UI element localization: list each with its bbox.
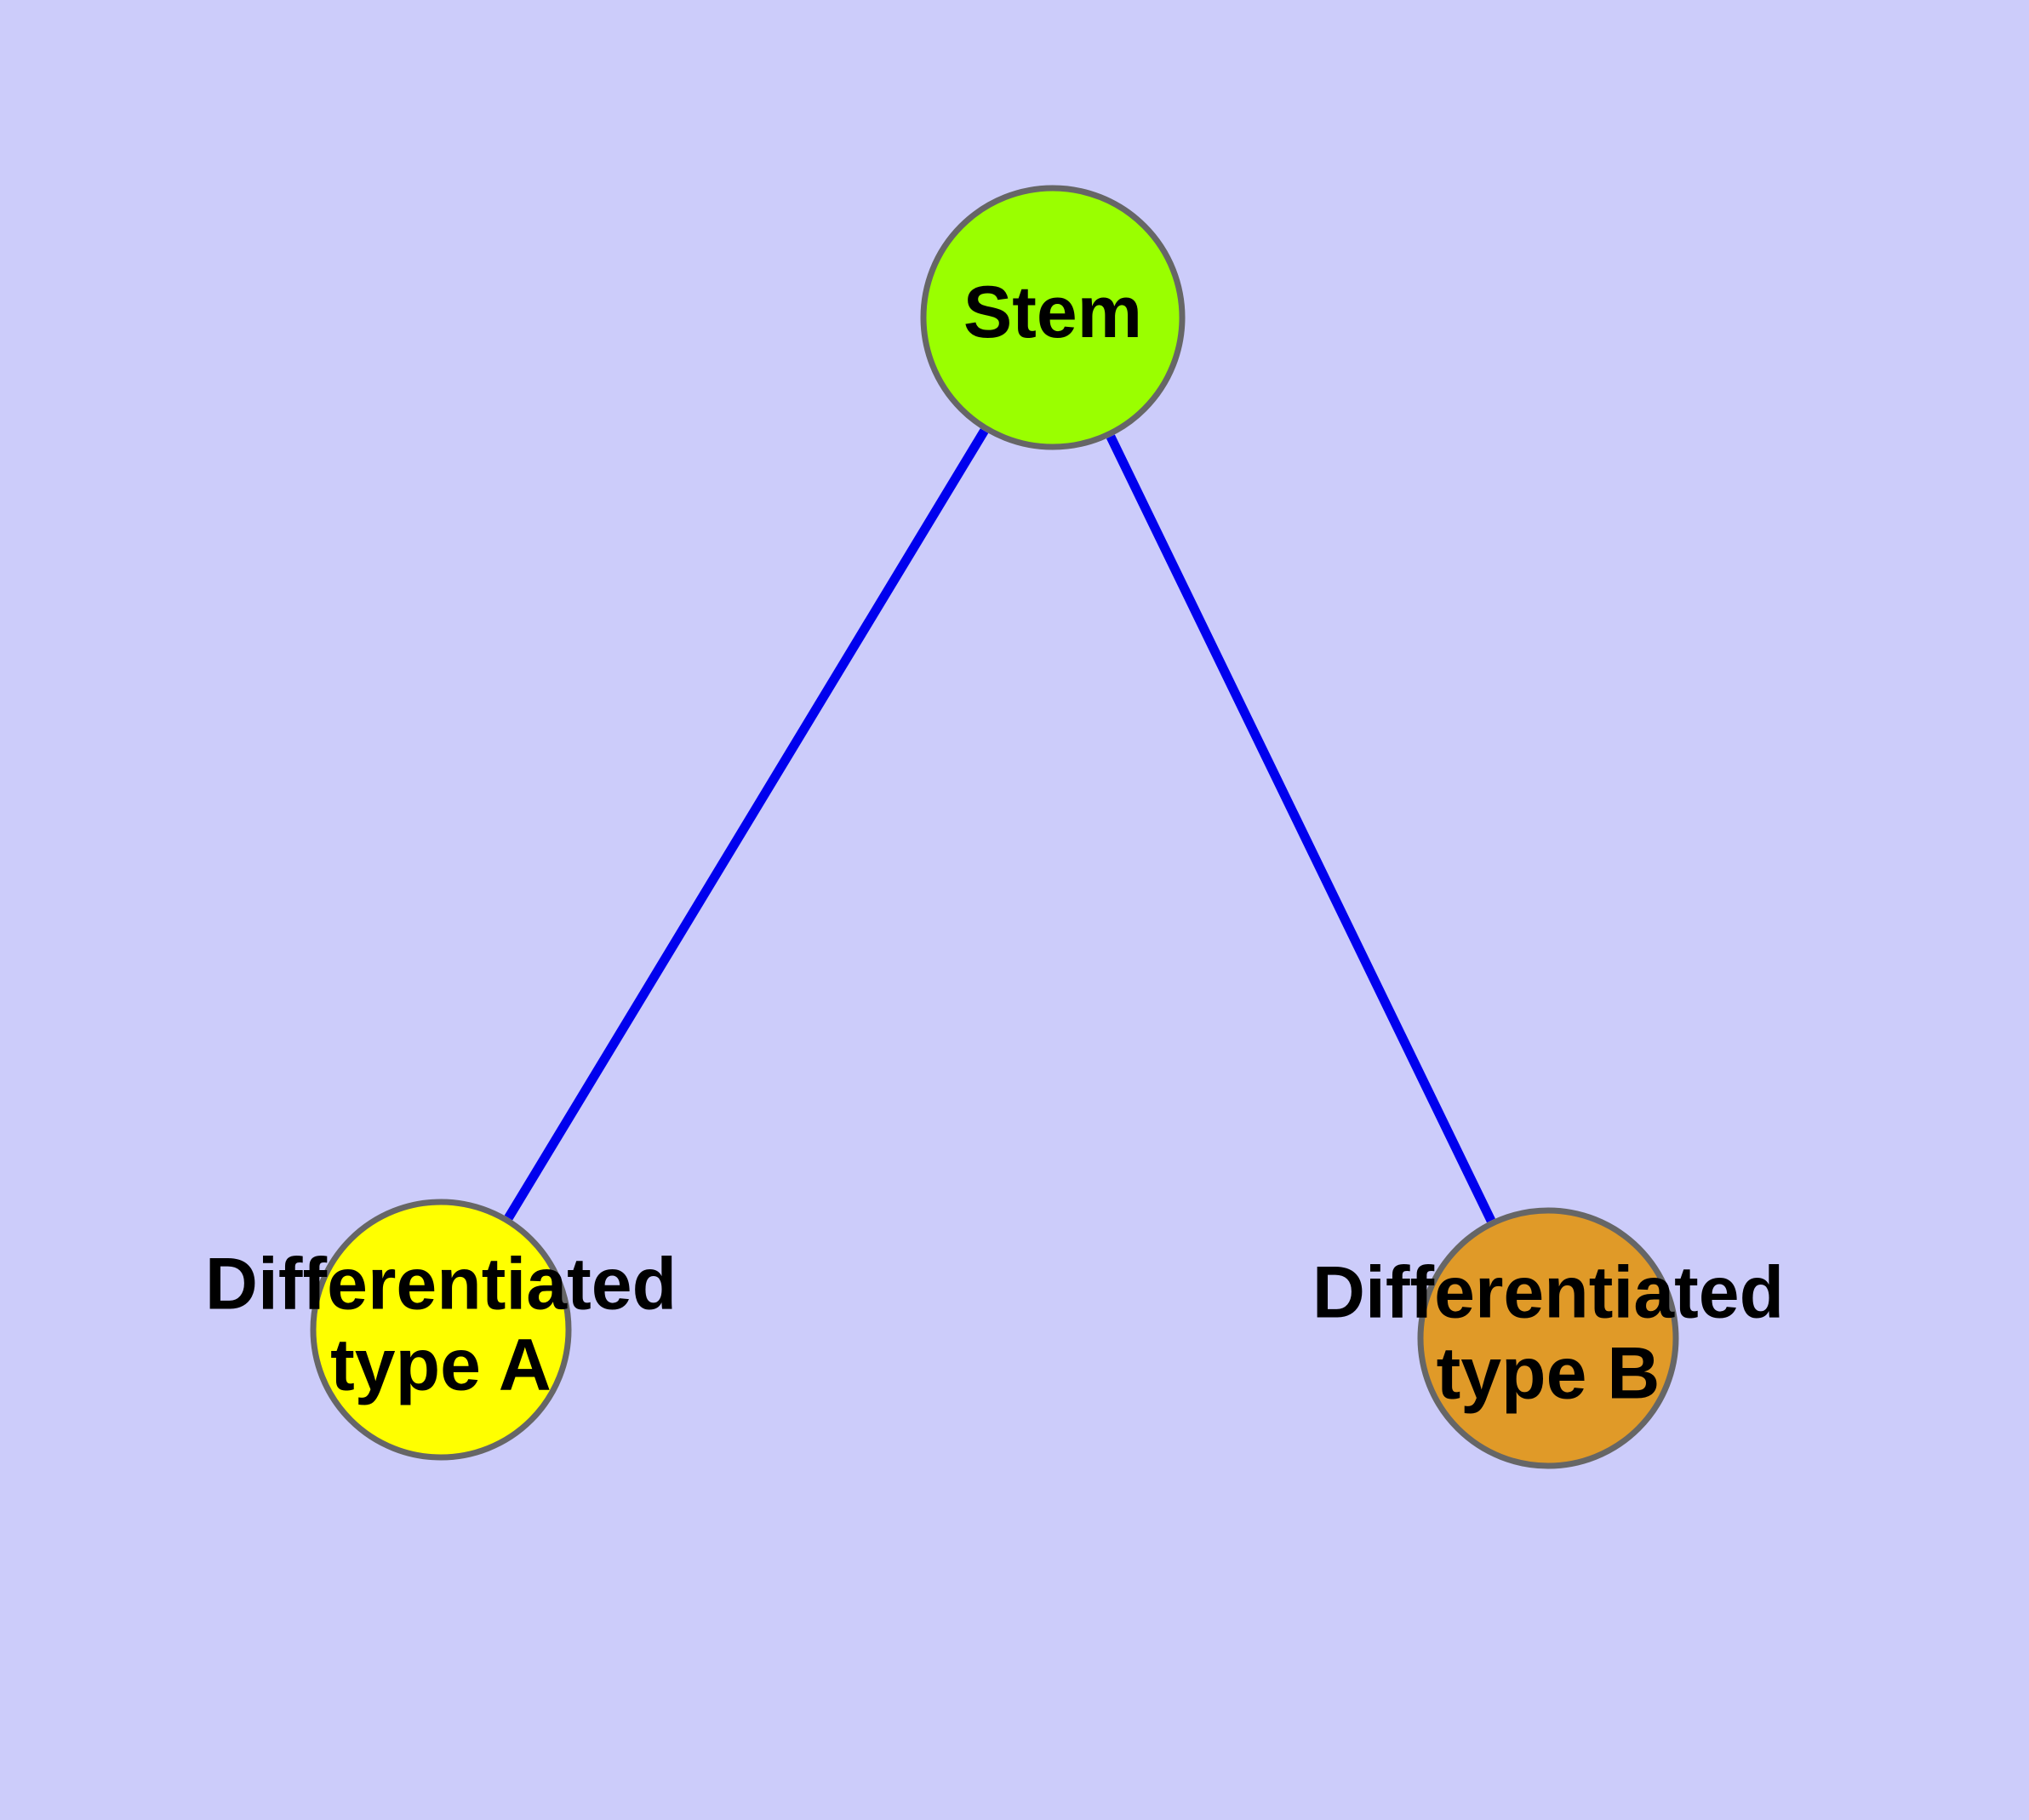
graph-node-label-line: Differentiated [205, 1243, 677, 1325]
graph-node-stem[interactable] [920, 185, 1186, 450]
nodes-layer [310, 185, 1679, 1469]
graph-node-diff_a[interactable] [310, 1199, 572, 1461]
graph-node-label-line: type B [1437, 1332, 1660, 1414]
edges-layer [504, 428, 1495, 1223]
graph-node-diff_b[interactable] [1417, 1207, 1679, 1469]
graph-edge-stem-diff_b [1106, 434, 1495, 1223]
graph-node-label-line: Differentiated [1312, 1251, 1784, 1333]
graph-node-label-line: Stem [963, 272, 1142, 353]
graph-node-label-stem: Stem [963, 272, 1142, 353]
graph-node-label-line: type A [330, 1324, 552, 1405]
graph-edge-stem-diff_a [504, 428, 989, 1221]
